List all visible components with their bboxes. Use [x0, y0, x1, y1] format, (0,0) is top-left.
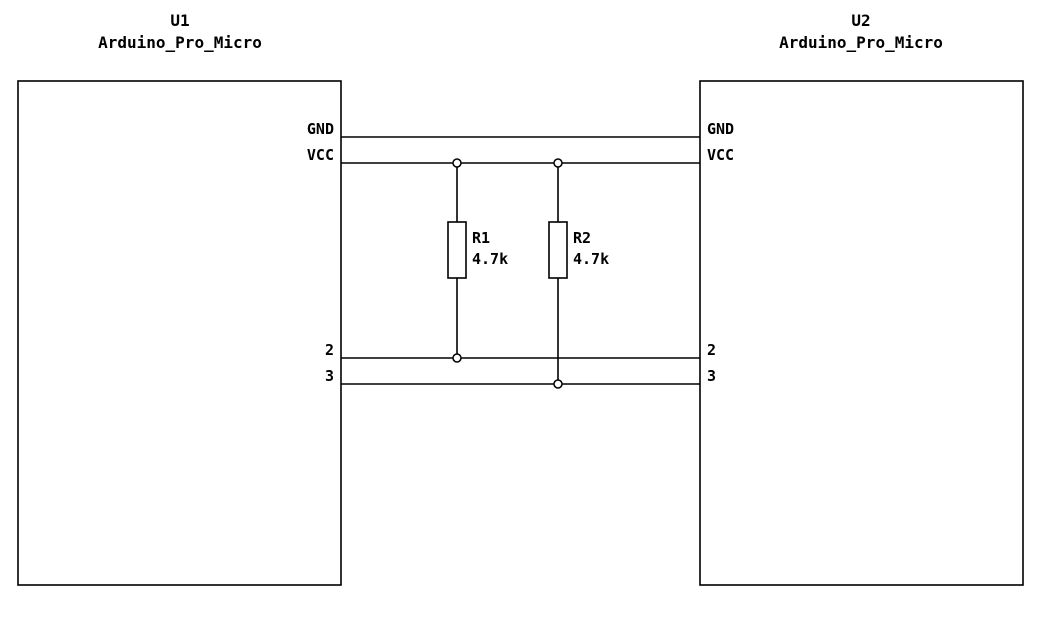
junction-r1-vcc [452, 158, 462, 168]
r1-value-label: 4.7k [472, 250, 508, 268]
r1-ref-label: R1 [472, 229, 490, 247]
component-r1: R1 4.7k [447, 163, 508, 358]
wires [341, 136, 700, 385]
junction-r1-net2 [452, 353, 462, 363]
u2-pin-label-gnd: GND [707, 120, 734, 138]
component-u2: U2 Arduino_Pro_Micro GND VCC 2 3 [699, 11, 1024, 586]
u2-value-label: Arduino_Pro_Micro [779, 33, 943, 52]
u2-ref-label: U2 [851, 11, 870, 30]
u2-pin-label-2: 2 [707, 341, 716, 359]
u1-pin-label-vcc: VCC [307, 146, 334, 164]
junction-r2-vcc [553, 158, 563, 168]
r2-ref-label: R2 [573, 229, 591, 247]
u1-pin-label-gnd: GND [307, 120, 334, 138]
u1-pin-label-2: 2 [325, 341, 334, 359]
junction-r2-net3 [553, 379, 563, 389]
component-u1: U1 Arduino_Pro_Micro GND VCC 2 3 [17, 11, 342, 586]
u2-body [699, 80, 1024, 586]
u1-pin-label-3: 3 [325, 367, 334, 385]
u2-pin-label-3: 3 [707, 367, 716, 385]
u1-body [17, 80, 342, 586]
u1-value-label: Arduino_Pro_Micro [98, 33, 262, 52]
r1-body [447, 221, 467, 279]
r2-value-label: 4.7k [573, 250, 609, 268]
r2-body [548, 221, 568, 279]
u1-ref-label: U1 [170, 11, 189, 30]
u2-pin-label-vcc: VCC [707, 146, 734, 164]
junctions [452, 158, 563, 389]
component-r2: R2 4.7k [548, 163, 609, 384]
